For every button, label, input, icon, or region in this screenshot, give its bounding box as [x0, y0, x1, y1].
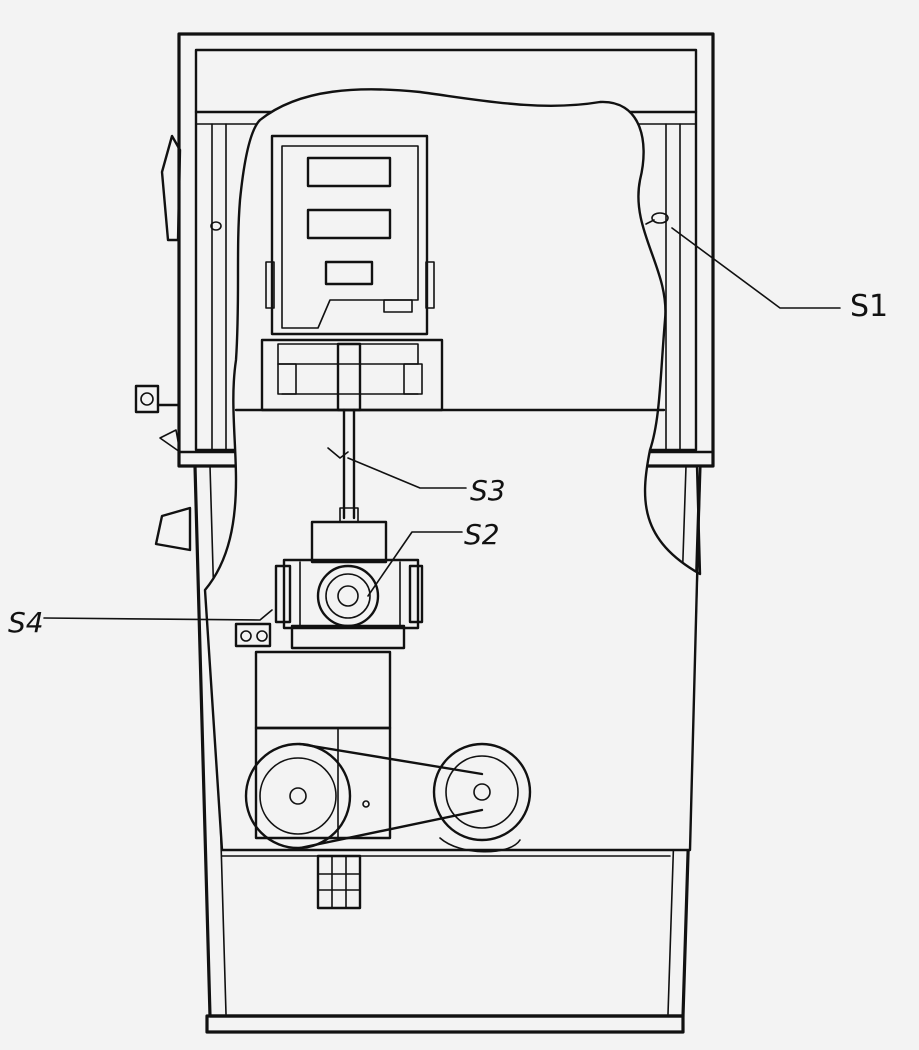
solenoid-valve-s4	[234, 622, 272, 648]
meter-assembly	[274, 520, 424, 650]
computer-head	[260, 134, 444, 412]
sensor-s1-fixture	[645, 212, 669, 225]
inlet-fitting	[316, 854, 362, 910]
leader-lines	[43, 227, 841, 621]
pump-block	[254, 650, 392, 840]
label-s1: S1	[850, 289, 888, 324]
pulley-drive	[244, 742, 532, 853]
label-s4: S4	[8, 606, 44, 639]
left-side-fittings	[134, 134, 192, 552]
left-hook-fixture	[210, 221, 222, 231]
cutaway-break	[203, 88, 702, 852]
label-s2: S2	[464, 518, 500, 551]
label-s3: S3	[470, 474, 506, 507]
